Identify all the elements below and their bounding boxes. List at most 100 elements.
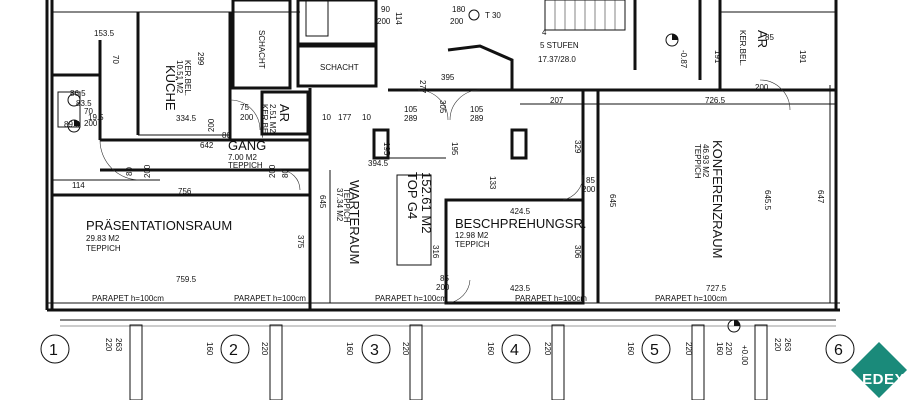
axis-3: 3 xyxy=(370,342,379,359)
dim-text: 90 xyxy=(381,5,390,14)
dim-text: 375 xyxy=(296,235,305,249)
dim-text: 220 xyxy=(401,342,410,356)
stair xyxy=(544,0,637,70)
dim-text: 424.5 xyxy=(510,207,531,216)
dim-text: 220 xyxy=(684,342,693,356)
axis-6: 6 xyxy=(834,342,843,359)
dim-text: 316 xyxy=(431,245,440,259)
dim-text: 10 xyxy=(322,113,331,122)
room-labels: KÜCHE 10.51 M2 KER.BEL. GANG 7.00 M2 TEP… xyxy=(86,11,770,366)
dimensions: 153.5 70 299 90 114 180 200 200 85 200 1… xyxy=(64,5,825,356)
level-markers xyxy=(67,9,741,333)
schacht-label-2: SCHACHT xyxy=(320,63,359,72)
room-kueche-name: KÜCHE xyxy=(163,65,178,111)
dim-text: 114 xyxy=(394,12,403,25)
room-konferenz-name: KONFERENZRAUM xyxy=(710,140,725,258)
room-praesentation-area: 29.83 M2 xyxy=(86,234,120,243)
dim-text: 85 xyxy=(440,274,449,283)
dim-text: 75 xyxy=(240,103,249,112)
dim-text: 423.5 xyxy=(510,284,531,293)
dim-text: 160 xyxy=(205,342,214,356)
dim-text: 177 xyxy=(338,113,352,122)
level-label-1: -0.87 xyxy=(679,50,688,69)
level-label-2: +0.00 xyxy=(740,345,749,366)
dim-text: 153.5 xyxy=(94,29,115,38)
dim-text: 80 xyxy=(281,169,290,178)
dim-text: 299 xyxy=(196,52,205,66)
parapet-label: PARAPET h=100cm xyxy=(375,294,447,303)
dim-text: 200 xyxy=(582,185,596,194)
dim-text: 329 xyxy=(573,140,582,154)
room-warteraum-name: WARTERAUM xyxy=(347,180,362,265)
dim-text: 160 xyxy=(715,342,724,356)
dim-text: 306 xyxy=(573,245,582,259)
room-warteraum-area: 37.34 M2 xyxy=(335,188,344,222)
walls xyxy=(45,0,840,400)
dim-text: 191 xyxy=(713,50,722,64)
dim-text: 263 xyxy=(114,338,123,352)
stufen-label: 5 STUFEN xyxy=(540,41,579,50)
axis-2: 2 xyxy=(229,342,238,359)
dim-text: 220 xyxy=(260,342,269,356)
dim-text: 263 xyxy=(783,338,792,352)
dim-text: 220 xyxy=(724,342,733,356)
dim-text: 191 xyxy=(798,50,807,64)
dim-text: 645 xyxy=(318,195,327,209)
room-gang-floor: TEPPICH xyxy=(228,161,263,170)
room-gang-name: GANG xyxy=(228,138,266,153)
dim-text: 220 xyxy=(104,338,113,352)
dim-text: 289 xyxy=(470,114,484,123)
logo-text: EDEX xyxy=(862,371,905,388)
dim-text: 200 xyxy=(143,164,152,178)
parapet-label: PARAPET h=100cm xyxy=(234,294,306,303)
dim-text: 220 xyxy=(543,342,552,356)
dim-text: 200 xyxy=(377,17,391,26)
dim-text: 85 xyxy=(586,176,595,185)
dim-text: 759.5 xyxy=(176,275,197,284)
dim-text: 334.5 xyxy=(176,114,197,123)
room-konferenz-area: 46.93 M2 xyxy=(701,144,710,178)
dim-text: 70 xyxy=(84,107,93,116)
dim-text: 200 xyxy=(268,164,277,178)
room-ar-right-floor: KER.BEL. xyxy=(738,30,747,66)
dim-text: 645.5 xyxy=(763,190,772,211)
dim-text: 105 xyxy=(404,105,418,114)
dim-text: 70 xyxy=(111,55,120,64)
t30-label: T 30 xyxy=(485,11,501,20)
dim-text: 180 xyxy=(452,5,466,14)
dim-text: 395 xyxy=(441,73,455,82)
dim-text: 220 xyxy=(773,338,782,352)
dim-text: 80 xyxy=(222,131,231,140)
dim-text: 277 xyxy=(418,80,427,94)
dim-text: 200 xyxy=(450,17,464,26)
dim-text: 645 xyxy=(608,194,617,208)
axis-4: 4 xyxy=(510,342,519,359)
room-ar-left-floor: KER.BEL. xyxy=(260,104,269,140)
dim-text: 207 xyxy=(550,96,564,105)
top-area: 152.61 M2 xyxy=(419,172,434,233)
logo-shape-icon xyxy=(851,342,907,398)
room-praesentation-floor: TEPPICH xyxy=(86,244,121,253)
room-ar-left-name: AR xyxy=(277,104,292,122)
dim-text: 89.5 xyxy=(64,120,80,129)
dim-text: 200 xyxy=(436,283,450,292)
dim-text: 160 xyxy=(626,342,635,356)
dim-text: 114 xyxy=(72,181,85,190)
room-besprechung-area: 12.98 M2 xyxy=(455,231,489,240)
dim-text: 105 xyxy=(470,105,484,114)
dim-text: 86.5 xyxy=(70,89,86,98)
dim-text: 756 xyxy=(178,187,192,196)
parapet-labels: PARAPET h=100cm PARAPET h=100cm PARAPET … xyxy=(92,294,727,303)
room-kueche-area: 10.51 M2 xyxy=(175,60,184,94)
dim-text: 195 xyxy=(450,142,459,156)
axis-5: 5 xyxy=(650,342,659,359)
room-gang-area: 7.00 M2 xyxy=(228,153,257,162)
dim-text: 83.5 xyxy=(76,99,92,108)
dim-text: 160 xyxy=(486,342,495,356)
dim-text: 200 xyxy=(84,119,98,128)
parapet-label: PARAPET h=100cm xyxy=(515,294,587,303)
dim-text: 160 xyxy=(345,342,354,356)
dim-text: 305 xyxy=(438,100,447,114)
room-ar-right-name: AR xyxy=(755,30,770,48)
